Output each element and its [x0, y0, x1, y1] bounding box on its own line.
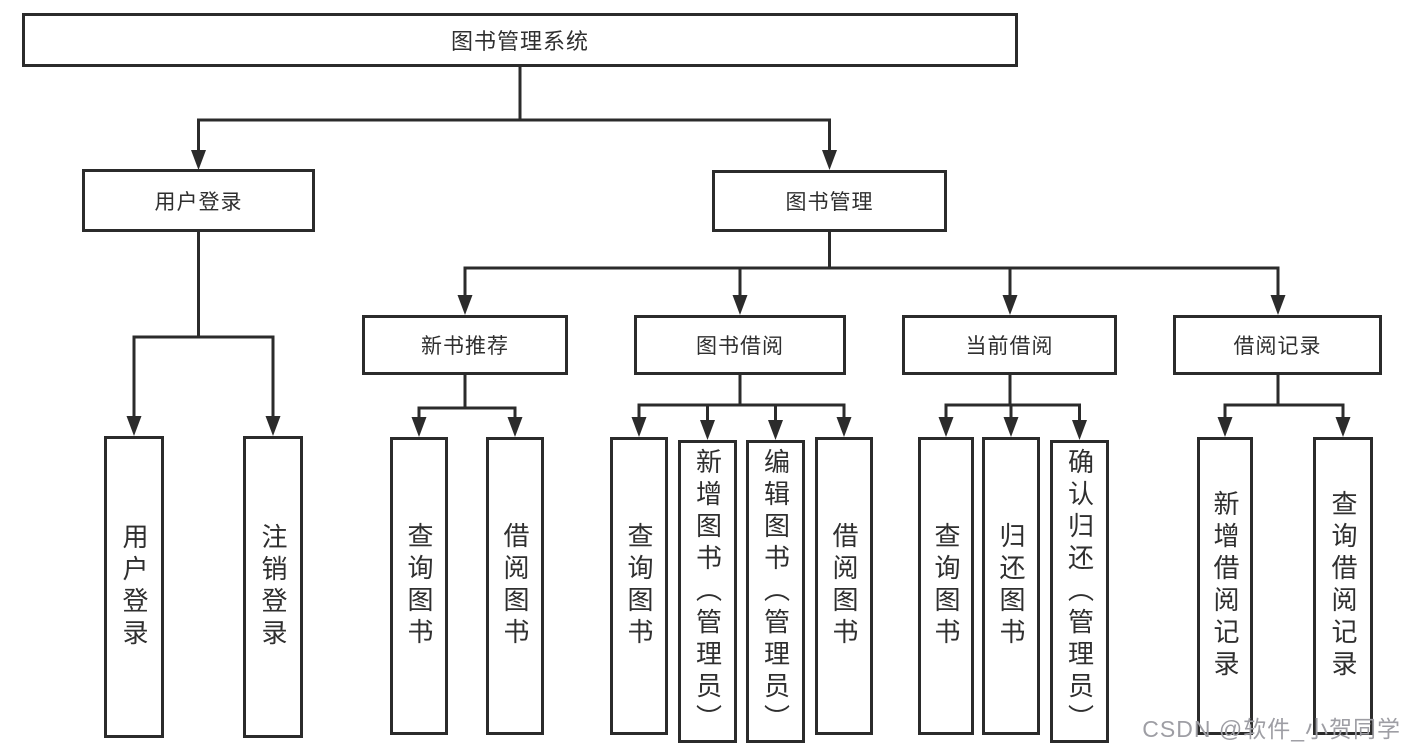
node-label: 编辑图书（管理员）	[760, 447, 791, 736]
leaf-borrow-books-2: 借阅图书	[815, 437, 873, 735]
leaf-user-login: 用户登录	[104, 436, 164, 738]
node-label: 查询图书	[404, 522, 434, 650]
node-label: 查询图书	[624, 522, 654, 650]
node-user-login: 用户登录	[82, 169, 315, 232]
leaf-query-books-1: 查询图书	[390, 437, 448, 735]
connector-book-borrow-children	[637, 375, 846, 424]
arrowheads-borrow-record-children	[1217, 417, 1351, 437]
leaf-query-borrow-record: 查询借阅记录	[1313, 437, 1373, 735]
leaf-add-books-admin: 新增图书（管理员）	[678, 440, 737, 743]
node-label: 图书借阅	[696, 335, 784, 358]
arrowheads-new-book-children	[411, 417, 523, 437]
arrowheads-root-to-level1	[191, 150, 837, 170]
connector-root-to-level1	[197, 67, 831, 153]
node-label: 图书管理系统	[450, 29, 589, 54]
node-label: 确认归还（管理员）	[1064, 447, 1095, 736]
node-label: 注销登录	[258, 523, 288, 651]
leaf-query-books-2: 查询图书	[610, 437, 668, 735]
connector-user-login-children	[132, 232, 275, 420]
node-book-borrow: 图书借阅	[634, 315, 846, 375]
node-label: 查询借阅记录	[1328, 490, 1358, 682]
connector-new-book-children	[417, 375, 517, 421]
node-label: 查询图书	[931, 522, 961, 650]
leaf-confirm-return-admin: 确认归还（管理员）	[1050, 440, 1109, 743]
node-label: 当前借阅	[965, 335, 1054, 358]
node-current-borrow: 当前借阅	[902, 315, 1117, 375]
node-new-book-recommend: 新书推荐	[362, 315, 568, 375]
node-book-management: 图书管理	[712, 170, 947, 232]
csdn-watermark: CSDN @软件_小贺同学	[1142, 716, 1401, 742]
node-label: 新增借阅记录	[1210, 490, 1240, 682]
node-label: 归还图书	[996, 522, 1026, 650]
leaf-return-books: 归还图书	[982, 437, 1040, 735]
connector-book-management-children	[463, 232, 1280, 299]
node-label: 新增图书（管理员）	[692, 447, 723, 736]
leaf-edit-books-admin: 编辑图书（管理员）	[746, 440, 805, 743]
arrowheads-user-login-children	[126, 416, 281, 436]
node-label: 借阅图书	[500, 522, 530, 650]
node-label: 用户登录	[119, 523, 149, 651]
connector-current-borrow-children	[944, 375, 1081, 424]
leaf-query-books-3: 查询图书	[918, 437, 974, 735]
node-library-management-system: 图书管理系统	[22, 13, 1018, 67]
arrowheads-current-borrow-children	[938, 417, 1087, 440]
node-label: 新书推荐	[421, 335, 509, 358]
node-label: 图书管理	[785, 191, 874, 214]
arrowheads-book-management-children	[457, 295, 1286, 315]
connector-borrow-record-children	[1223, 375, 1345, 421]
node-borrow-record: 借阅记录	[1173, 315, 1382, 375]
node-label: 借阅记录	[1233, 335, 1322, 358]
leaf-borrow-books-1: 借阅图书	[486, 437, 544, 735]
node-label: 借阅图书	[829, 522, 859, 650]
node-label: 用户登录	[154, 190, 243, 214]
leaf-logout: 注销登录	[243, 436, 303, 738]
leaf-add-borrow-record: 新增借阅记录	[1197, 437, 1253, 735]
